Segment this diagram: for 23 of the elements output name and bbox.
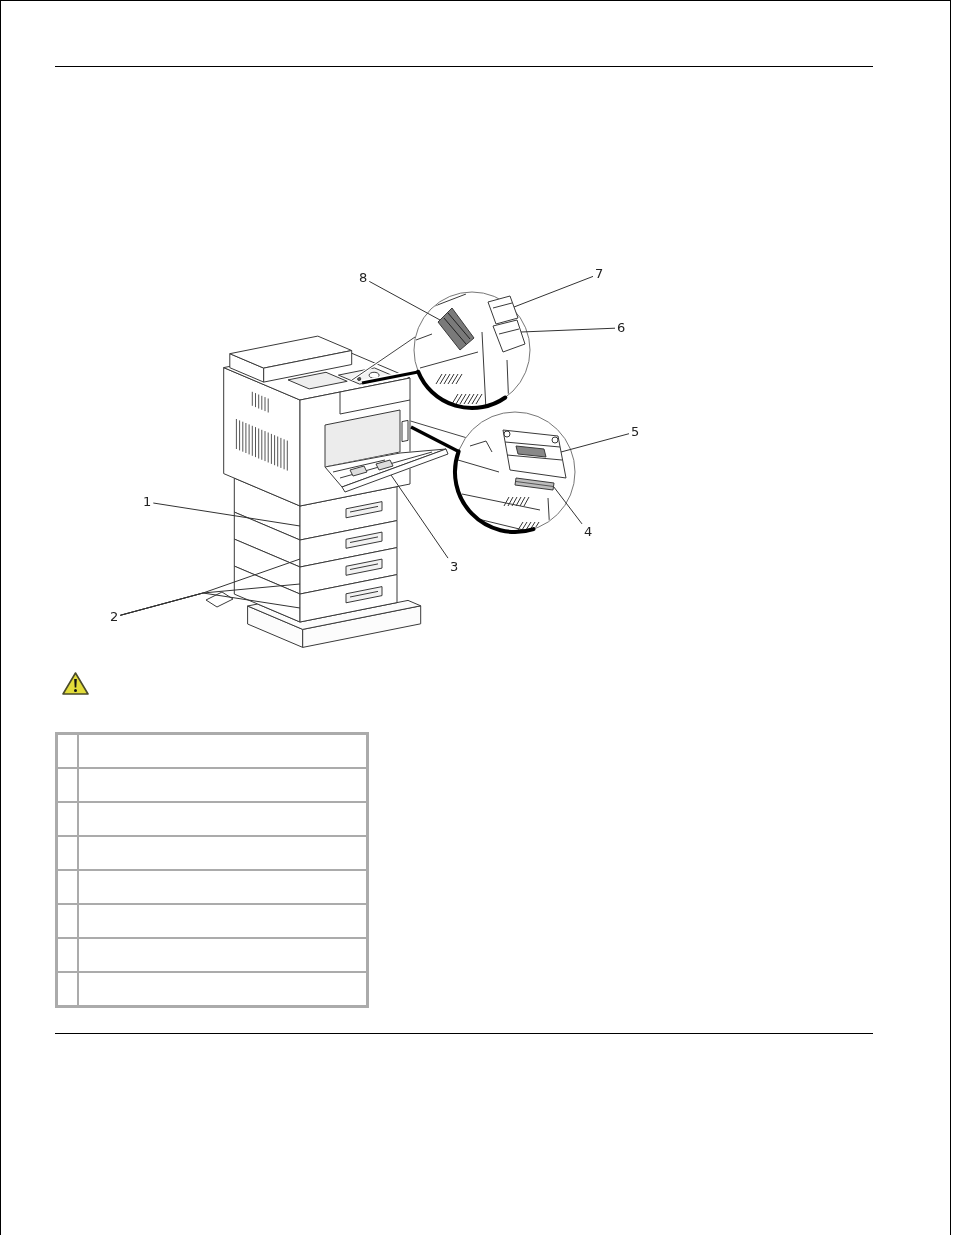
internal-unit <box>437 307 475 351</box>
leader-line <box>553 486 583 525</box>
paper-tray <box>233 565 398 623</box>
callout-number: 8 <box>358 270 369 286</box>
feeder-tray <box>324 448 449 493</box>
callout-number: 7 <box>594 266 605 282</box>
callout-number: 5 <box>630 424 641 440</box>
open-cover <box>487 295 519 325</box>
leader-line <box>152 502 301 527</box>
callout-number: 1 <box>142 494 153 510</box>
callout-number: 6 <box>616 320 627 336</box>
callout-number: 3 <box>449 559 460 575</box>
roller <box>514 477 555 491</box>
leader-line <box>520 327 616 333</box>
callout-number: 2 <box>109 609 120 625</box>
leader-line <box>119 592 301 616</box>
leader-line <box>368 280 441 321</box>
belt-unit <box>502 429 567 479</box>
cover-panel <box>492 319 526 353</box>
leader-line <box>390 474 449 559</box>
leader-line <box>513 275 594 308</box>
callout-number: 4 <box>583 524 594 540</box>
leader-line <box>560 433 630 453</box>
